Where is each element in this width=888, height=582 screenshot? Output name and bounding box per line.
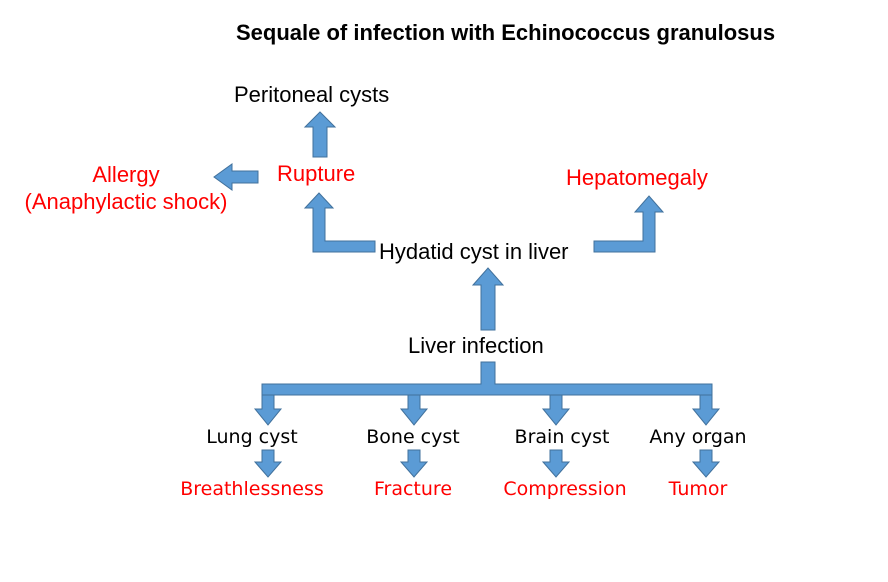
arrow-hydatid-to-rupture: [303, 192, 376, 253]
node-compression: Compression: [503, 478, 627, 500]
arrow-to-lung-cyst: [253, 394, 283, 426]
arrow-to-breathlessness: [253, 449, 283, 478]
node-allergy-line1: Allergy: [92, 162, 160, 187]
node-allergy: Allergy (Anaphylactic shock): [8, 164, 244, 213]
node-tumor: Tumor: [668, 478, 728, 500]
arrow-hydatid-to-hepatomegaly: [593, 195, 665, 253]
arrow-to-any-organ: [691, 394, 721, 426]
arrow-to-fracture: [399, 449, 429, 478]
node-hydatid-cyst-in-liver: Hydatid cyst in liver: [379, 239, 569, 264]
arrow-to-tumor: [691, 449, 721, 478]
arrow-to-compression: [541, 449, 571, 478]
node-brain-cyst: Brain cyst: [514, 426, 610, 448]
diagram-title: Sequale of infection with Echinococcus g…: [236, 20, 776, 45]
node-bone-cyst: Bone cyst: [366, 426, 460, 448]
arrow-rupture-to-peritoneal: [303, 111, 337, 158]
node-rupture: Rupture: [277, 161, 356, 186]
node-peritoneal-cysts: Peritoneal cysts: [234, 82, 390, 107]
node-breathlessness: Breathlessness: [180, 478, 324, 500]
node-lung-cyst: Lung cyst: [206, 426, 298, 448]
node-allergy-line2: (Anaphylactic shock): [24, 189, 228, 214]
node-any-organ: Any organ: [649, 426, 747, 448]
arrow-to-bone-cyst: [399, 394, 429, 426]
node-hepatomegaly: Hepatomegaly: [566, 165, 708, 190]
node-liver-infection: Liver infection: [408, 333, 544, 358]
arrow-liver-to-hydatid: [471, 267, 505, 331]
branch-bar: [261, 361, 713, 396]
arrow-rupture-to-allergy: [213, 163, 259, 191]
node-fracture: Fracture: [373, 478, 453, 500]
arrow-to-brain-cyst: [541, 394, 571, 426]
